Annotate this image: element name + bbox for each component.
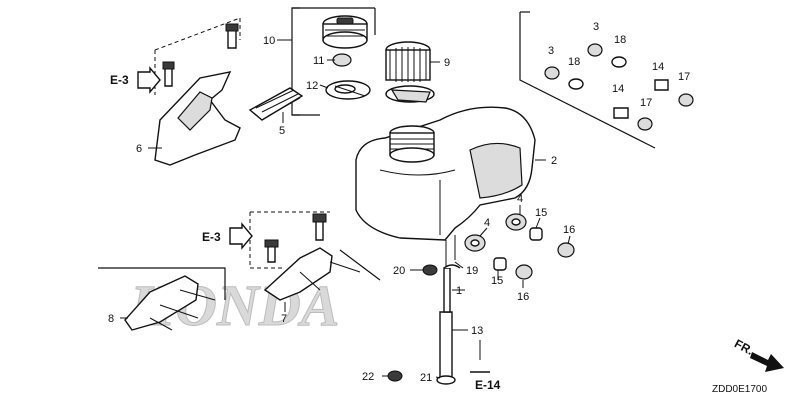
lower-bracket-part [263, 247, 381, 301]
callout-19: 19 [466, 265, 478, 277]
callout-8: 8 [108, 313, 114, 325]
ref-e3-top: E-3 [110, 73, 129, 87]
ref-e3-lower: E-3 [202, 230, 221, 244]
front-arrow-icon [750, 352, 784, 372]
cap-filter-part [332, 53, 352, 67]
callout-4b: 4 [484, 217, 490, 229]
callout-7: 7 [281, 313, 287, 325]
callout-3b: 3 [593, 21, 599, 33]
lower-bolt-group-frame [229, 211, 330, 269]
grommet-parts [387, 213, 575, 385]
top-bolt-group-frame [137, 17, 241, 95]
callout-1: 1 [456, 285, 462, 297]
callout-3a: 3 [548, 45, 554, 57]
callout-2: 2 [551, 155, 557, 167]
reference-labels: E-3 E-3 E-14 [110, 73, 501, 392]
fuel-tank-part [355, 106, 536, 241]
leader-lines [120, 39, 571, 379]
fuel-cap-part [322, 15, 368, 49]
callout-6: 6 [136, 143, 142, 155]
callout-13: 13 [471, 325, 483, 337]
diagram-code: ZDD0E1700 [712, 384, 767, 395]
callout-12: 12 [306, 80, 318, 92]
cap-assembly-frame [291, 7, 376, 116]
callout-14b: 14 [612, 83, 624, 95]
callout-16b: 16 [517, 291, 529, 303]
callout-5: 5 [279, 125, 285, 137]
callout-4a: 4 [517, 193, 523, 205]
fuel-cap-alt-part [385, 41, 435, 103]
callout-15a: 15 [535, 207, 547, 219]
callout-14a: 14 [652, 61, 664, 73]
tank-cushion-part [248, 87, 304, 121]
callout-20: 20 [393, 265, 405, 277]
small-parts-frame [519, 11, 656, 149]
callout-18b: 18 [614, 34, 626, 46]
callout-15b: 15 [491, 275, 503, 287]
callout-10: 10 [263, 35, 275, 47]
callout-11: 11 [313, 55, 324, 67]
fuel-tube-part [439, 235, 456, 381]
callout-9: 9 [444, 57, 450, 69]
tank-bracket-part [154, 71, 241, 166]
side-bracket-part [98, 267, 226, 331]
callout-17a: 17 [678, 71, 690, 83]
small-hardware-parts [544, 43, 694, 131]
callout-21: 21 [420, 372, 432, 384]
callout-numbers: 1 2 3 3 4 4 5 6 7 8 9 10 11 12 13 14 14 … [108, 21, 690, 384]
callout-17b: 17 [640, 97, 652, 109]
ref-e14: E-14 [475, 378, 501, 392]
callout-18a: 18 [568, 56, 580, 68]
cap-gasket-part [325, 80, 371, 100]
callout-16a: 16 [563, 224, 575, 236]
callout-22: 22 [362, 371, 374, 383]
front-direction-indicator: FR. [732, 336, 784, 372]
